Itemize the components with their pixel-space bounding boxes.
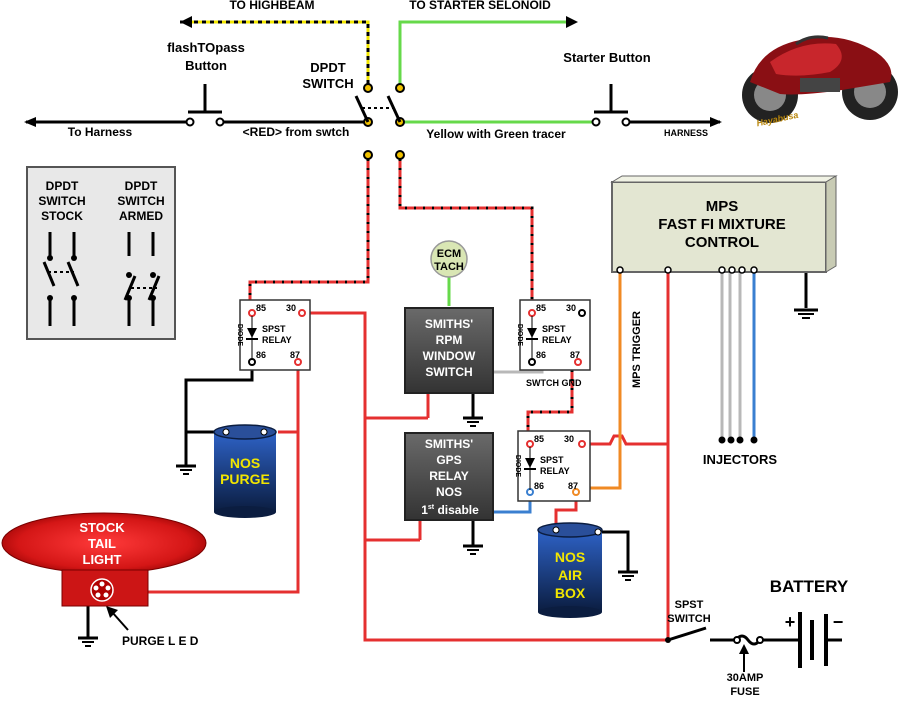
label-to-harness: To Harness xyxy=(68,125,133,139)
smiths-gps-box xyxy=(404,432,494,521)
label-battery: BATTERY xyxy=(770,577,849,596)
battery-plus: + xyxy=(785,612,796,632)
relay-3-pin87: 87 xyxy=(568,481,578,491)
label-spst-switch-2: SWITCH xyxy=(667,613,710,625)
legend-stock-2: SWITCH xyxy=(38,194,85,208)
label-fuse-1: 30AMP xyxy=(727,672,764,684)
nos-airbox-label-1: NOS xyxy=(555,549,585,565)
stock-tail-light xyxy=(1,512,207,607)
relay-2-type-spst: SPST xyxy=(542,324,566,334)
relay-3-diode-label: DIODE xyxy=(514,455,521,478)
starter-button-symbol xyxy=(591,84,631,127)
label-flash-line1: flashTOpass xyxy=(167,40,245,55)
label-injectors: INJECTORS xyxy=(703,452,777,467)
label-starter-button: Starter Button xyxy=(563,50,650,65)
label-purge-led: PURGE L E D xyxy=(122,634,199,648)
label-dpdt-line1: DPDT xyxy=(310,60,345,75)
mps-title-1: MPS xyxy=(706,198,739,215)
relay-1-pin30: 30 xyxy=(286,303,296,313)
relay-3-type-spst: SPST xyxy=(540,455,564,465)
rpm-label-4: SWITCH xyxy=(425,365,472,379)
flash-to-pass-button-symbol xyxy=(185,84,225,127)
battery-minus: − xyxy=(833,612,844,632)
tail-label-3: LIGHT xyxy=(83,552,122,567)
relay-3-pin85: 85 xyxy=(534,434,544,444)
nos-purge-label-2: PURGE xyxy=(220,471,270,487)
spst-relay-3 xyxy=(517,430,591,502)
legend-stock-3: STOCK xyxy=(41,209,83,223)
label-flash-line2: Button xyxy=(185,58,227,73)
relay-1-diode-label: DIODE xyxy=(236,324,243,347)
ecm-label-1: ECM xyxy=(437,248,461,260)
ecm-label-2: TACH xyxy=(434,261,464,273)
nos-purge-label-1: NOS xyxy=(230,455,260,471)
relay-1-type-relay: RELAY xyxy=(262,335,292,345)
tail-label-1: STOCK xyxy=(79,520,125,535)
nos-airbox-label-3: BOX xyxy=(555,585,586,601)
relay-2-type-relay: RELAY xyxy=(542,335,572,345)
arrow-highbeam xyxy=(180,16,192,28)
relay-2-pin85: 85 xyxy=(536,303,546,313)
label-red-from-switch: <RED> from swtch xyxy=(243,125,350,139)
nos-airbox-canister xyxy=(537,522,603,618)
relay-3-pin30: 30 xyxy=(564,434,574,444)
relay-1-type-spst: SPST xyxy=(262,324,286,334)
tail-label-2: TAIL xyxy=(88,536,116,551)
dpdt-switch-symbol xyxy=(354,83,405,160)
label-mps-trigger: MPS TRIGGER xyxy=(631,311,643,388)
smiths-rpm-box xyxy=(404,307,494,394)
ecm-tach-node xyxy=(430,240,468,278)
rpm-label-1: SMITHS' xyxy=(425,317,473,331)
gps-label-1: SMITHS' xyxy=(425,437,473,451)
label-fuse-2: FUSE xyxy=(730,686,759,698)
label-spst-switch-1: SPST xyxy=(675,599,704,611)
nos-airbox-label-2: AIR xyxy=(558,567,582,583)
nos-purge-canister xyxy=(213,424,277,518)
relay-2-diode-label: DIODE xyxy=(516,324,523,347)
rpm-label-3: WINDOW xyxy=(423,349,476,363)
relay-2-pin86: 86 xyxy=(536,350,546,360)
label-to-starter: TO STARTER SELONOID xyxy=(409,0,551,12)
label-swtch-gnd: SWTCH GND xyxy=(526,378,582,388)
relay-1-pin85: 85 xyxy=(256,303,266,313)
wire-starter-green xyxy=(398,20,568,88)
mps-control-box xyxy=(610,175,838,274)
dpdt-legend-box xyxy=(26,166,176,340)
legend-armed-1: DPDT xyxy=(125,179,158,193)
mps-title-3: CONTROL xyxy=(685,234,759,251)
top-wiring xyxy=(24,16,722,127)
label-yellow-green: Yellow with Green tracer xyxy=(426,127,566,141)
legend-armed-3: ARMED xyxy=(119,209,163,223)
relay-1-pin86: 86 xyxy=(256,350,266,360)
label-to-highbeam: TO HIGHBEAM xyxy=(229,0,314,12)
main-wiring xyxy=(106,159,842,672)
relay-2-pin87: 87 xyxy=(570,350,580,360)
gps-label-5: 1st disable xyxy=(421,503,479,517)
mps-title-2: FAST FI MIXTURE xyxy=(658,216,786,233)
label-harness-right: HARNESS xyxy=(664,128,708,138)
gps-label-3: RELAY xyxy=(429,469,469,483)
relay-3-pin86: 86 xyxy=(534,481,544,491)
gps-label-2: GPS xyxy=(436,453,461,467)
gps-label-4: NOS xyxy=(436,485,462,499)
spst-relay-1 xyxy=(239,299,311,371)
ground-symbols xyxy=(78,308,818,647)
rpm-label-2: RPM xyxy=(436,333,463,347)
label-dpdt-line2: SWITCH xyxy=(302,76,353,91)
legend-stock-1: DPDT xyxy=(46,179,79,193)
wire-highbeam-yellow xyxy=(190,20,370,88)
relay-1-pin87: 87 xyxy=(290,350,300,360)
relay-3-type-relay: RELAY xyxy=(540,466,570,476)
motorcycle-image xyxy=(742,35,898,123)
relay-2-pin30: 30 xyxy=(566,303,576,313)
arrow-starter xyxy=(566,16,578,28)
spst-relay-2 xyxy=(519,299,591,371)
legend-armed-2: SWITCH xyxy=(117,194,164,208)
